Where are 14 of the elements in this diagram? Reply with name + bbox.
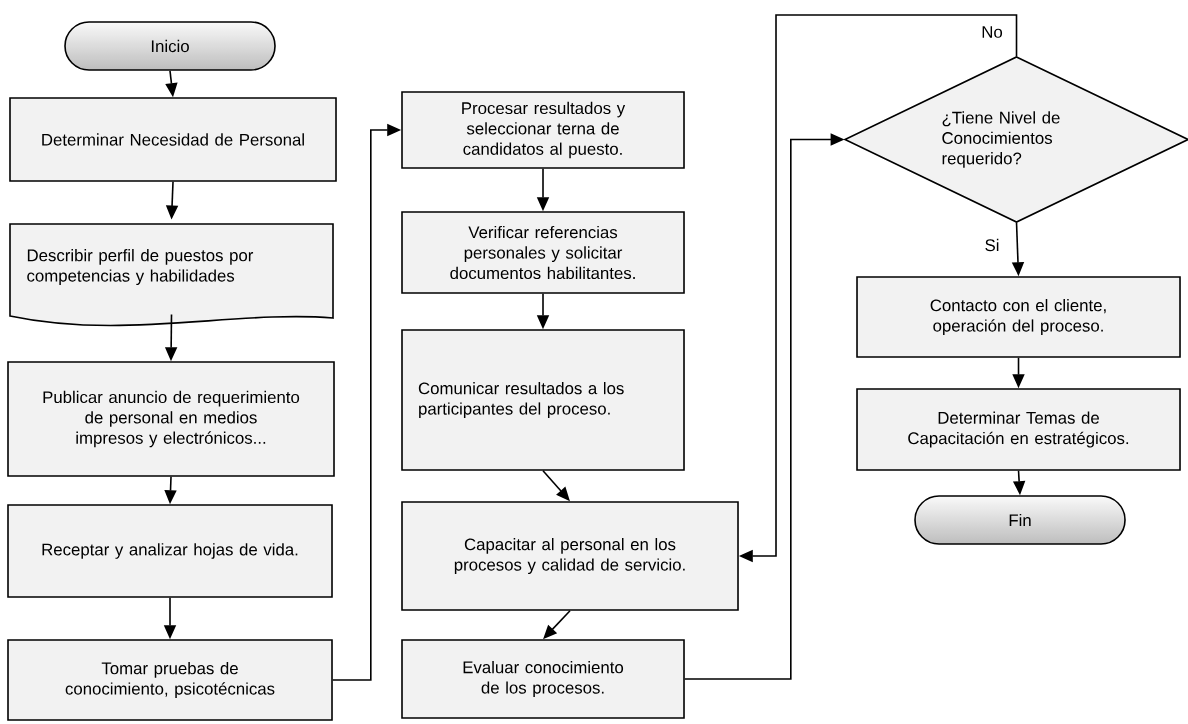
process-box: Capacitar al personal en los procesos y calidad de servicio. bbox=[401, 501, 739, 611]
process-box: Verificar referencias personales y solicitar documentos habilitantes. bbox=[401, 211, 685, 294]
edge-label: No bbox=[979, 24, 1005, 40]
process-box: Publicar anuncio de requerimiento de personal en medios impresos y electrónicos... bbox=[7, 361, 335, 477]
process-box: Comunicar resultados a los participantes del proceso. bbox=[401, 329, 685, 471]
document-box: Describir perfil de puestos por competencias y habilidades bbox=[9, 223, 334, 327]
process-box: Determinar Necesidad de Personal bbox=[9, 97, 337, 182]
process-box: Evaluar conocimiento de los procesos. bbox=[401, 639, 685, 719]
process-box: Determinar Temas de Capacitación en estratégicos. bbox=[856, 388, 1181, 471]
process-box: Receptar y analizar hojas de vida. bbox=[7, 504, 333, 598]
process-box: Procesar resultados y seleccionar terna de candidatos al puesto. bbox=[401, 91, 685, 169]
process-box: Tomar pruebas de conocimiento, psicotécnicas bbox=[7, 639, 333, 721]
process-box: Contacto con el cliente, operación del proceso. bbox=[856, 276, 1181, 358]
edge-label: Si bbox=[982, 236, 1002, 254]
